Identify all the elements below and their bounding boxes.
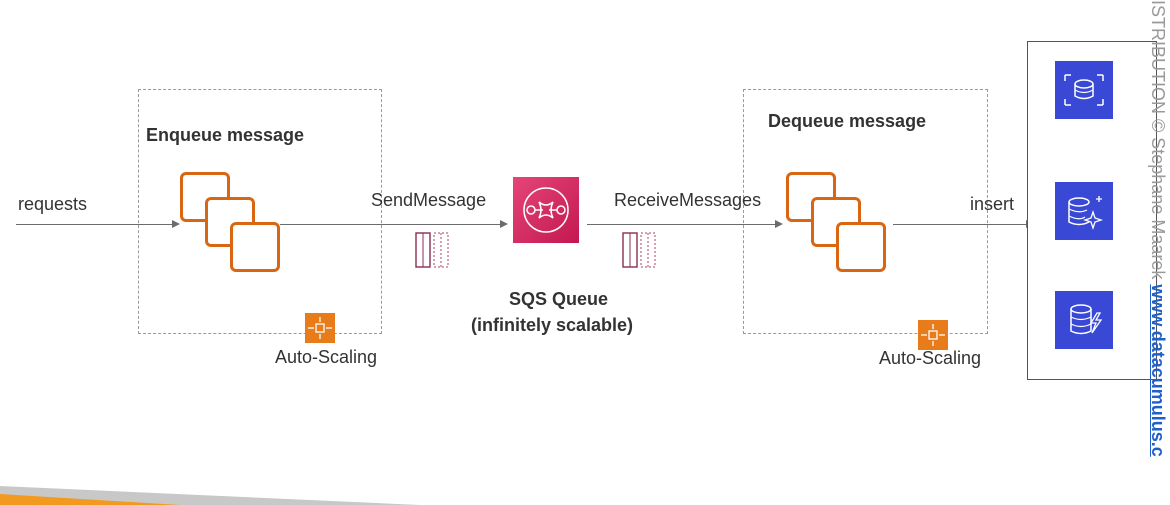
enqueue-group-box — [138, 89, 382, 334]
send-message-arrow — [280, 224, 502, 225]
requests-arrow — [16, 224, 174, 225]
enqueue-title: Enqueue message — [146, 125, 305, 145]
auto-scaling-label-right: Auto-Scaling — [879, 348, 982, 368]
auto-scaling-icon-right — [918, 320, 948, 350]
receive-messages-label: ReceiveMessages — [614, 190, 762, 210]
sqs-title: SQS Queue — [509, 289, 609, 309]
message-icon-left — [415, 232, 455, 273]
rds-icon — [1055, 61, 1113, 119]
message-icon-right — [622, 232, 662, 273]
aurora-icon — [1055, 182, 1113, 240]
sqs-subtitle: (infinitely scalable) — [471, 315, 634, 335]
watermark-url: www.datacumulus.c — [1148, 284, 1168, 457]
dequeue-group-box — [743, 89, 988, 334]
requests-arrowhead — [172, 220, 180, 228]
watermark: ISTRIBUTION © Stephane Maarek www.datacu… — [1146, 0, 1170, 505]
insert-label: insert — [970, 194, 1015, 214]
send-message-arrowhead — [500, 220, 508, 228]
dequeue-title: Dequeue message — [768, 111, 927, 131]
watermark-copyright: ISTRIBUTION © Stephane Maarek — [1148, 0, 1168, 280]
dynamodb-icon — [1055, 291, 1113, 349]
insert-arrow — [893, 224, 1028, 225]
auto-scaling-icon-left — [305, 313, 335, 343]
send-message-label: SendMessage — [371, 190, 487, 210]
requests-label: requests — [18, 194, 88, 214]
receive-messages-arrow — [587, 224, 775, 225]
auto-scaling-label-left: Auto-Scaling — [275, 347, 378, 367]
receive-messages-arrowhead — [775, 220, 783, 228]
footer-swoosh-decoration — [0, 476, 420, 505]
sqs-queue-icon — [513, 177, 579, 243]
